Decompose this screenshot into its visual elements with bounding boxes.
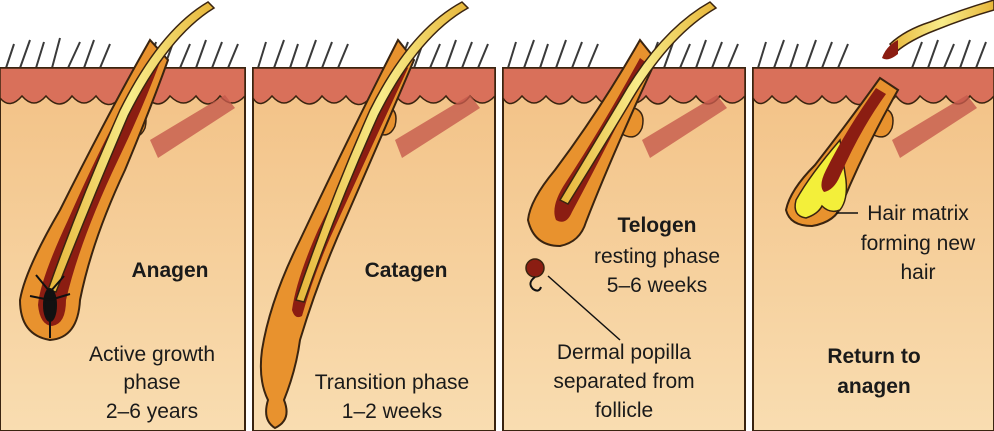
surface-hairs xyxy=(257,39,489,69)
panel-title-line: anagen xyxy=(837,375,911,398)
arrector-pili-muscle xyxy=(395,95,480,158)
dermal-papilla xyxy=(29,274,71,338)
panel-telogen: Telogen resting phase 5–6 weeks Dermal p… xyxy=(502,1,746,431)
arrector-pili-muscle xyxy=(892,95,977,158)
arrector-pili-muscle xyxy=(642,95,727,158)
annotation-line: follicle xyxy=(595,399,653,422)
panel-return-to-anagen: Hair matrix forming new hair Return to a… xyxy=(752,0,994,431)
arrector-pili-muscle xyxy=(150,95,235,158)
annotation-line: forming new xyxy=(861,232,976,255)
description-line: Transition phase xyxy=(315,371,469,394)
panel-anagen: Anagen Active growth phase 2–6 years xyxy=(0,1,246,431)
hair-shaft xyxy=(47,1,216,293)
hair-shaft xyxy=(295,1,470,303)
annotation-line: hair xyxy=(900,261,935,284)
annotation-line: Dermal popilla xyxy=(557,341,692,364)
description-line: phase xyxy=(123,371,180,394)
hair-shaft xyxy=(558,1,718,205)
new-hair-inner xyxy=(821,88,886,192)
description-line: 5–6 weeks xyxy=(607,274,707,297)
annotation-line: separated from xyxy=(553,370,694,393)
panel-catagen: Catagen Transition phase 1–2 weeks xyxy=(252,1,496,431)
shed-hair-root xyxy=(882,40,898,60)
panel-title: Telogen xyxy=(618,214,697,237)
description-line: 1–2 weeks xyxy=(342,400,442,423)
annotation-line: Hair matrix xyxy=(867,202,969,225)
panel-title: Catagen xyxy=(365,259,448,282)
panel-title-line: Return to xyxy=(827,345,920,368)
dermal-papilla xyxy=(525,258,621,341)
description-line: Active growth xyxy=(89,343,215,366)
surface-hairs xyxy=(757,39,987,69)
description-line: 2–6 years xyxy=(106,400,198,423)
panel-title: Anagen xyxy=(131,259,208,282)
description-line: resting phase xyxy=(594,245,720,268)
